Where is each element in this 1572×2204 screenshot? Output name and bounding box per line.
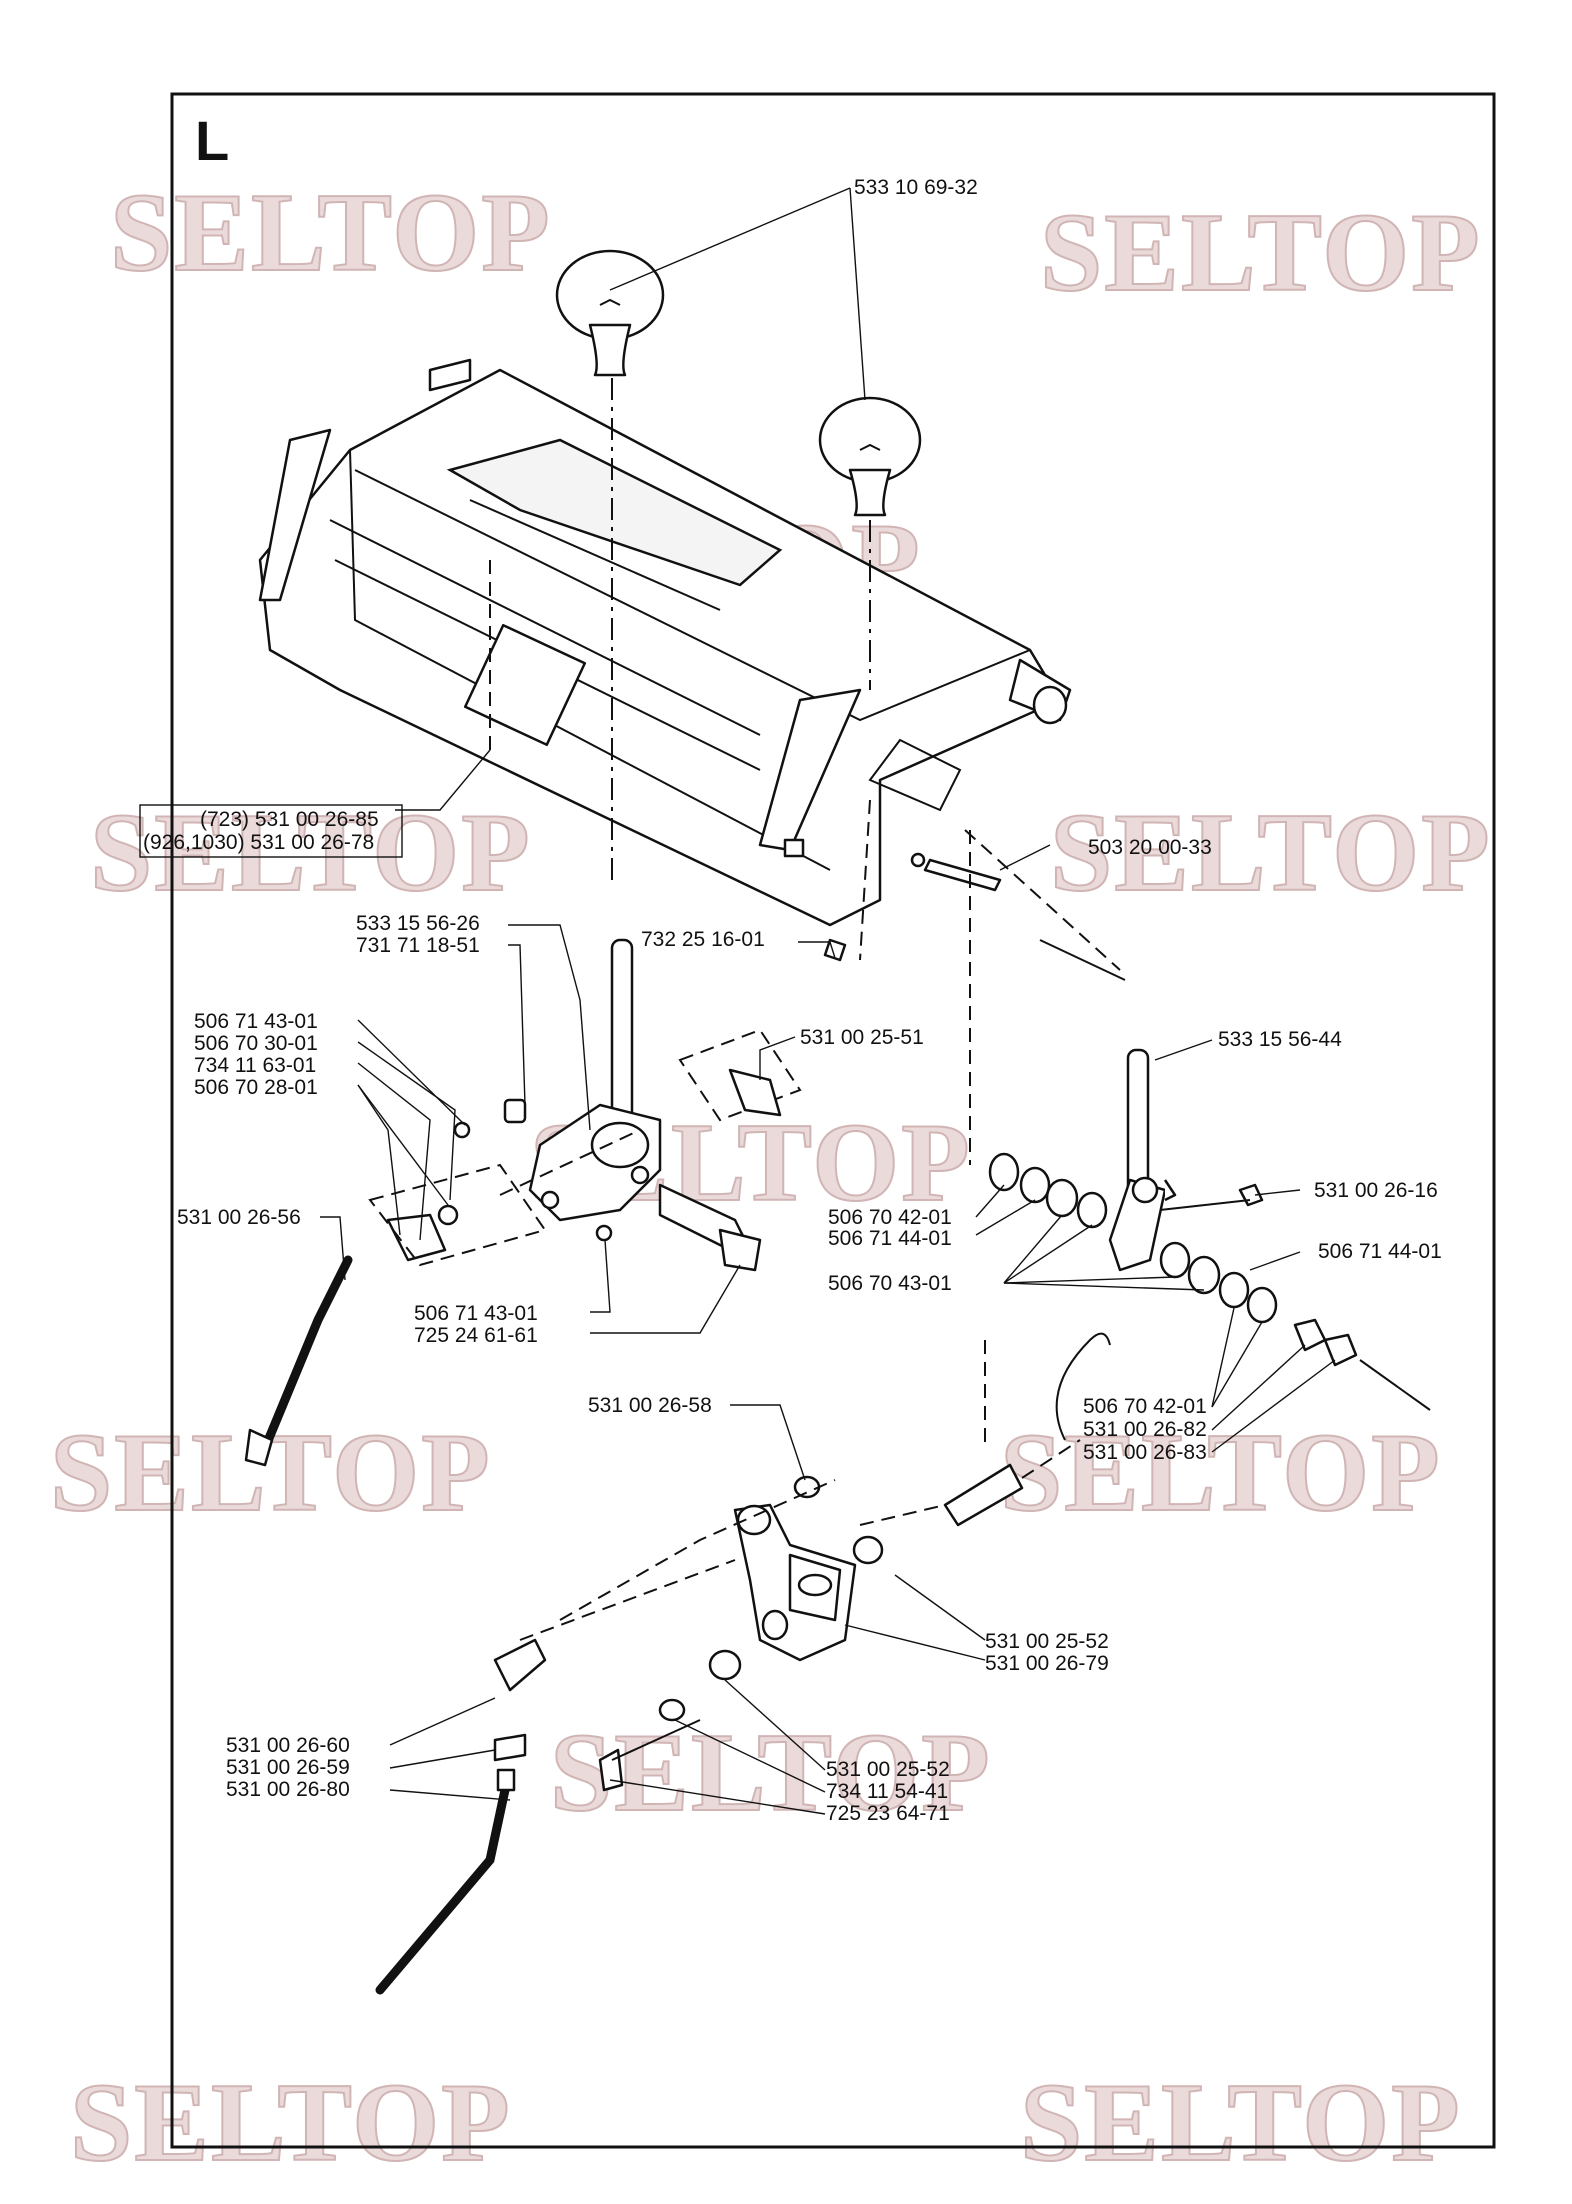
right-lever-assembly bbox=[859, 799, 1431, 1411]
label-left-1: 506 71 43-01 bbox=[194, 1010, 318, 1033]
label-washer-58: 531 00 26-58 bbox=[588, 1394, 712, 1417]
watermark: SELTOP bbox=[1040, 191, 1482, 315]
label-nut-a: 531 00 26-82 bbox=[1083, 1418, 1207, 1441]
label-bushing-b: 531 00 25-52 bbox=[826, 1758, 950, 1781]
label-bushing-a: 531 00 25-52 bbox=[985, 1630, 1109, 1653]
knob-left bbox=[555, 249, 665, 377]
label-bracket: 531 00 26-79 bbox=[985, 1652, 1109, 1675]
label-rod-bottom: 531 00 26-80 bbox=[226, 1778, 350, 1801]
label-nut-right: 531 00 26-16 bbox=[1314, 1179, 1438, 1202]
part-labels: 533 10 69-32 (723) 531 00 26-85 (926,103… bbox=[143, 176, 1442, 1825]
watermark: SELTOP bbox=[90, 791, 532, 915]
watermark: SELTOP bbox=[110, 171, 552, 295]
console-cover bbox=[258, 358, 1072, 927]
section-letter: L bbox=[195, 109, 229, 172]
watermark: SELTOP bbox=[50, 1411, 492, 1535]
label-lever-a: 533 15 56-26 bbox=[356, 912, 480, 935]
label-left-4: 506 70 28-01 bbox=[194, 1076, 318, 1099]
label-spacer-top: 531 00 25-51 bbox=[800, 1026, 924, 1049]
watermark-group: SELTOP SELTOP SELTOP SELTOP SELTOP SELTO… bbox=[49, 170, 1492, 2186]
watermark: SELTOP bbox=[550, 1711, 992, 1835]
label-clip: 732 25 16-01 bbox=[641, 928, 765, 951]
label-washer-e: 506 70 42-01 bbox=[1083, 1395, 1207, 1418]
label-lever-b: 731 71 18-51 bbox=[356, 934, 480, 957]
cover-label-box bbox=[139, 804, 403, 858]
label-washer-b: 506 71 44-01 bbox=[828, 1227, 952, 1250]
label-left-3: 734 11 63-01 bbox=[194, 1054, 316, 1077]
label-lever-right: 533 15 56-44 bbox=[1218, 1028, 1342, 1051]
label-washer-d: 506 71 44-01 bbox=[1318, 1240, 1442, 1263]
label-washer-a: 506 70 42-01 bbox=[828, 1206, 952, 1229]
label-knob: 533 10 69-32 bbox=[854, 176, 978, 199]
watermark: SELTOP bbox=[1000, 1411, 1442, 1535]
label-bottom-clip: 506 71 43-01 bbox=[414, 1302, 538, 1325]
watermark: SELTOP bbox=[1020, 2061, 1462, 2185]
label-left-2: 506 70 30-01 bbox=[194, 1032, 318, 1055]
label-elbow: 531 00 26-60 bbox=[226, 1734, 350, 1757]
label-rod-left: 531 00 26-56 bbox=[177, 1206, 301, 1229]
label-nut-59: 531 00 26-59 bbox=[226, 1756, 350, 1779]
label-screw-right: 503 20 00-33 bbox=[1088, 836, 1212, 859]
label-washer-54: 734 11 54-41 bbox=[826, 1780, 948, 1803]
diagram-frame bbox=[170, 92, 1496, 2149]
watermark: SELTOP bbox=[1050, 791, 1492, 915]
label-cover-a: (723) 531 00 26-85 bbox=[200, 808, 379, 831]
label-bolt: 725 24 61-61 bbox=[414, 1324, 538, 1347]
label-bolt-71: 725 23 64-71 bbox=[826, 1802, 950, 1825]
lower-bracket-assembly bbox=[375, 1332, 1111, 1995]
knob-right bbox=[818, 396, 922, 517]
watermark: SELTOP bbox=[70, 2061, 512, 2185]
leader-lines bbox=[320, 187, 1336, 1815]
label-washer-c: 506 70 43-01 bbox=[828, 1272, 952, 1295]
label-nut-b: 531 00 26-83 bbox=[1083, 1441, 1207, 1464]
shift-lever-assembly bbox=[244, 938, 847, 1467]
label-cover-b: (926,1030) 531 00 26-78 bbox=[143, 831, 374, 854]
